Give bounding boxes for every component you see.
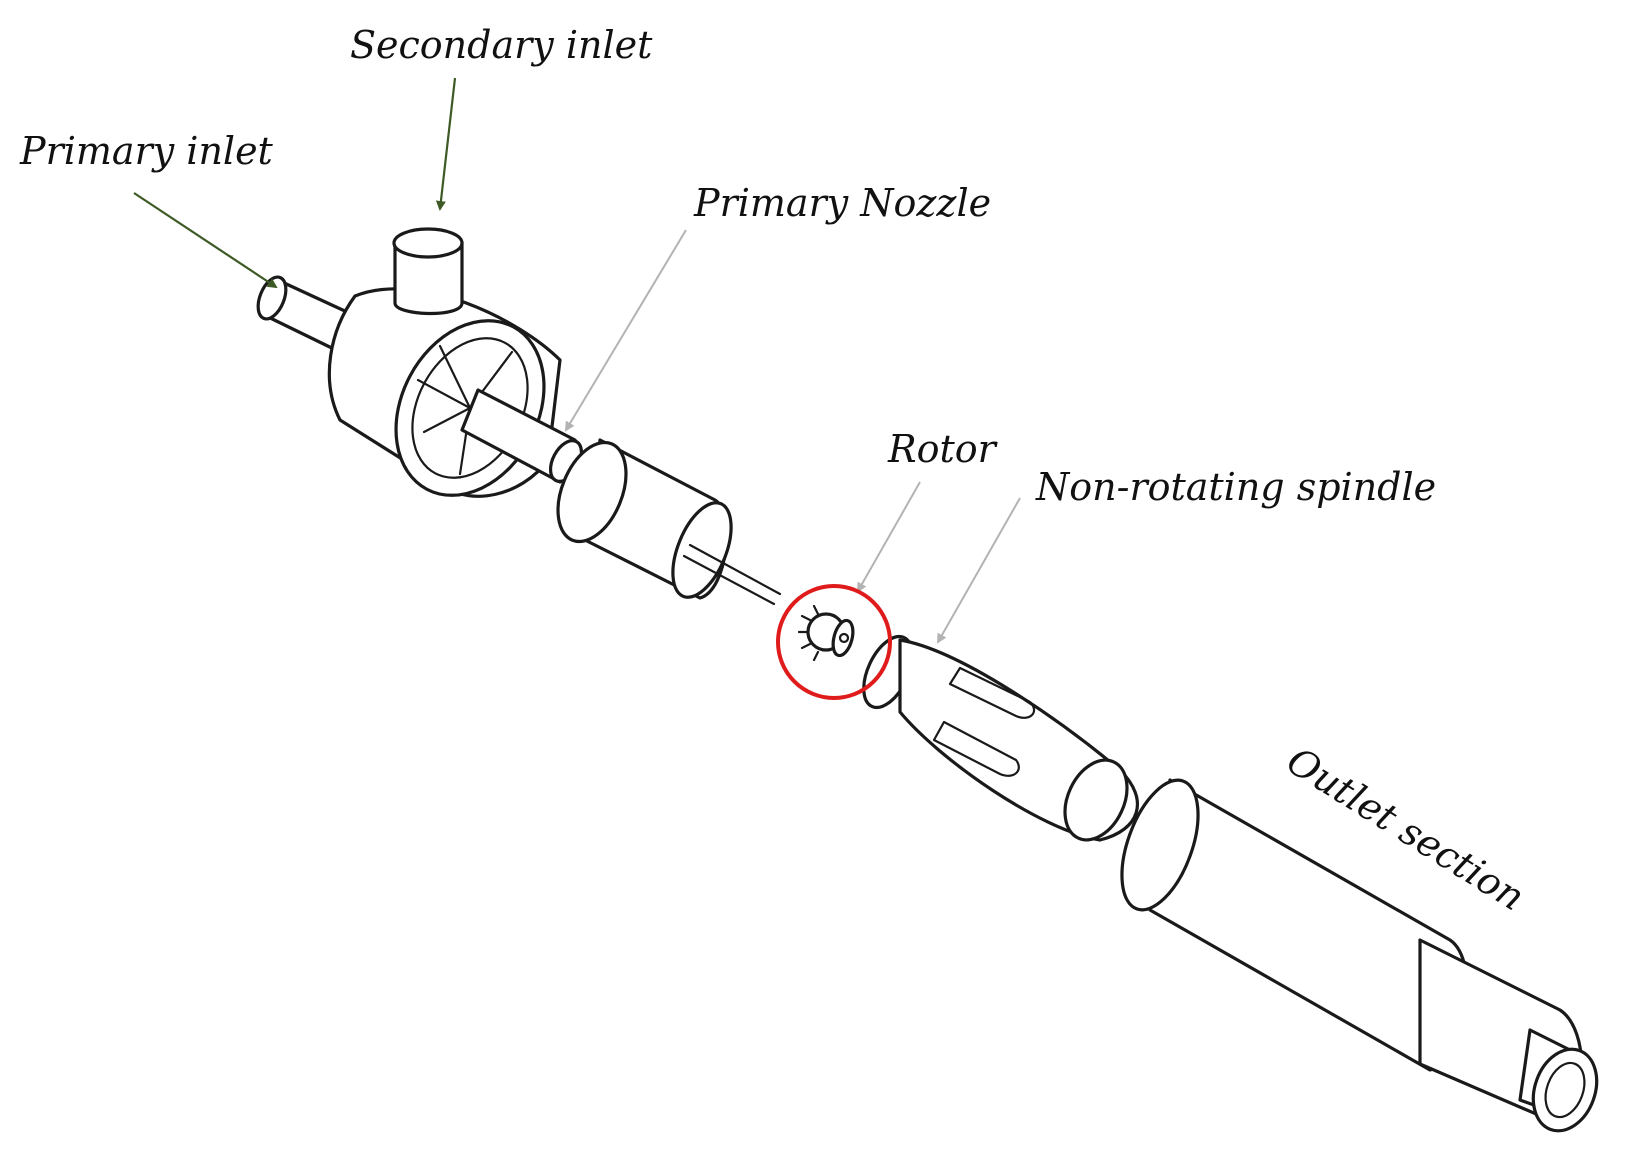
- mixing-cylinder: [556, 438, 782, 606]
- secondary-inlet-arrow: [435, 77, 457, 211]
- primary-nozzle-pointer: [564, 229, 687, 432]
- rotor-label: Rotor: [887, 427, 999, 471]
- primary-inlet-label: Primary inlet: [19, 129, 274, 173]
- spindle-pointer: [937, 497, 1021, 644]
- inlet-housing: [256, 227, 584, 498]
- rotor-pointer: [857, 481, 921, 593]
- primary-inlet-arrow: [133, 192, 278, 289]
- secondary-inlet-label: Secondary inlet: [350, 23, 653, 67]
- outlet-section: [1120, 778, 1599, 1133]
- rotor: [797, 604, 855, 662]
- non-rotating-spindle: [862, 634, 1139, 842]
- rotor-highlight-circle: [776, 584, 892, 700]
- non-rotating-spindle-label: Non-rotating spindle: [1035, 465, 1436, 509]
- primary-nozzle-label: Primary Nozzle: [693, 181, 991, 225]
